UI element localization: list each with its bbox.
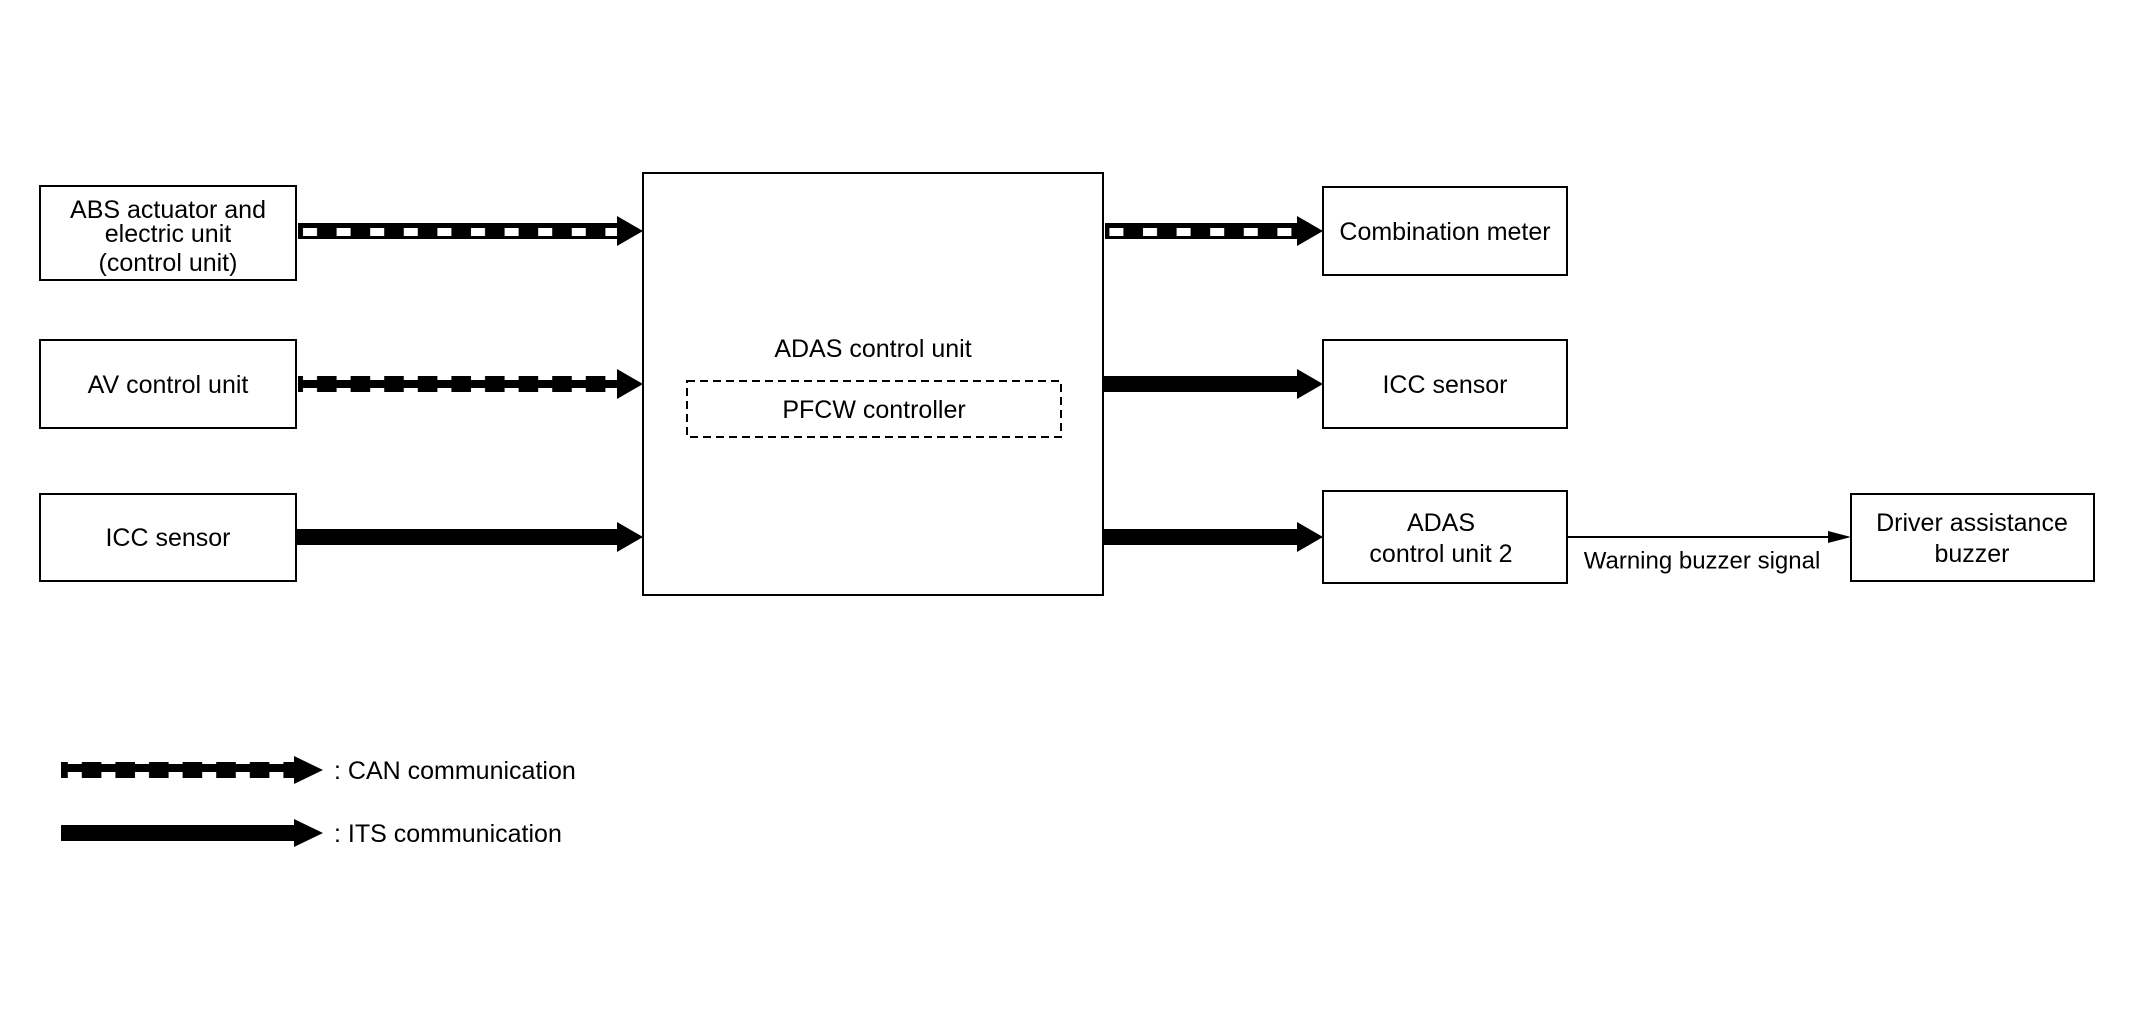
- its-arrow-adas-to-adas-2: [1103, 522, 1323, 552]
- icc-sensor-output-label: ICC sensor: [1382, 371, 1507, 399]
- pfcw-controller-label: PFCW controller: [782, 396, 965, 424]
- its-arrow-icc-to-adas: [296, 522, 643, 552]
- can-arrow-abs-to-adas: [298, 216, 643, 246]
- av-control-unit-box: AV control unit: [39, 339, 297, 429]
- legend-can-label: : CAN communication: [334, 757, 576, 785]
- combination-meter-box: Combination meter: [1322, 186, 1568, 276]
- abs-actuator-box: ABS actuator and electric unit (control …: [39, 185, 297, 281]
- abs-actuator-label-3: (control unit): [99, 249, 238, 277]
- icc-sensor-input-label: ICC sensor: [105, 524, 230, 552]
- legend-can-arrow: [61, 756, 323, 784]
- abs-actuator-label-2: electric unit: [105, 220, 231, 248]
- can-arrow-av-to-adas: [298, 369, 643, 399]
- driver-assistance-buzzer-label-2: buzzer: [1934, 540, 2009, 568]
- warning-buzzer-signal-label: Warning buzzer signal: [1584, 547, 1821, 574]
- its-arrow-adas-to-icc-sensor: [1103, 369, 1323, 399]
- pfcw-controller-box: [686, 380, 1062, 438]
- combination-meter-label: Combination meter: [1339, 218, 1550, 246]
- legend-its-arrow: [61, 819, 323, 847]
- signal-arrow-adas-2-to-buzzer: [1567, 531, 1851, 543]
- icc-sensor-input-box: ICC sensor: [39, 493, 297, 582]
- icc-sensor-output-box: ICC sensor: [1322, 339, 1568, 429]
- adas-control-unit-label: ADAS control unit: [774, 335, 971, 363]
- legend-its-label: : ITS communication: [334, 820, 562, 848]
- adas-control-unit-box: ADAS control unit PFCW controller: [642, 172, 1104, 596]
- av-control-unit-label: AV control unit: [88, 371, 249, 399]
- driver-assistance-buzzer-label-1: Driver assistance: [1876, 509, 2068, 537]
- abs-actuator-label-1: ABS actuator and: [70, 196, 266, 224]
- adas-control-unit-2-box: ADAS control unit 2: [1322, 490, 1568, 584]
- can-arrow-adas-to-combination-meter: [1105, 216, 1323, 246]
- legend: : CAN communication : ITS communication: [61, 756, 576, 848]
- adas-control-unit-2-label-2: control unit 2: [1369, 540, 1512, 568]
- driver-assistance-buzzer-box: Driver assistance buzzer: [1850, 493, 2095, 582]
- adas-control-unit-2-label-1: ADAS: [1407, 509, 1475, 537]
